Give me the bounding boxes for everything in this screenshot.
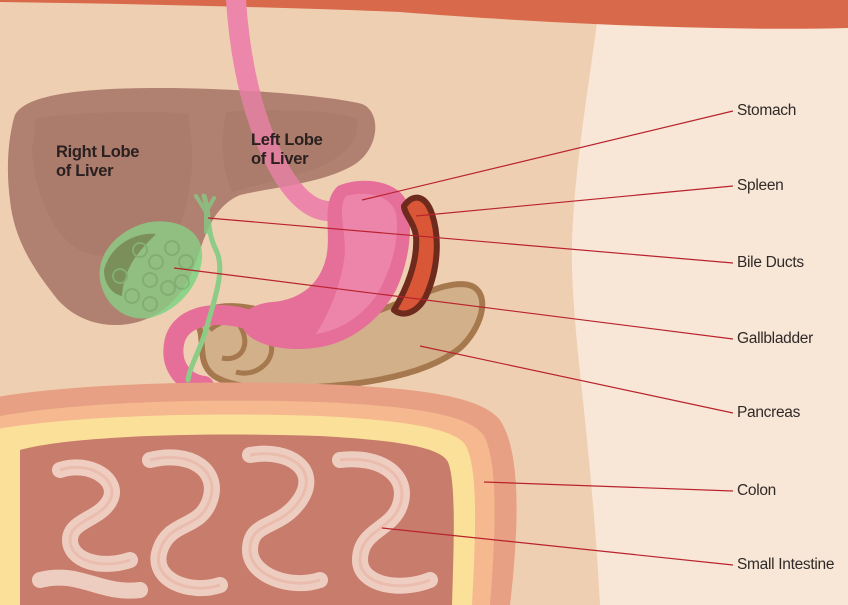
label-stomach: Stomach xyxy=(737,102,796,120)
label-gallbladder: Gallbladder xyxy=(737,330,813,348)
label-bile-ducts: Bile Ducts xyxy=(737,254,804,272)
label-spleen: Spleen xyxy=(737,177,783,195)
label-pancreas: Pancreas xyxy=(737,404,800,422)
left-lobe-label: Left Lobe of Liver xyxy=(251,131,323,169)
right-lobe-label: Right Lobe of Liver xyxy=(56,143,139,181)
label-small-intestine: Small Intestine xyxy=(737,556,834,574)
label-colon: Colon xyxy=(737,482,776,500)
